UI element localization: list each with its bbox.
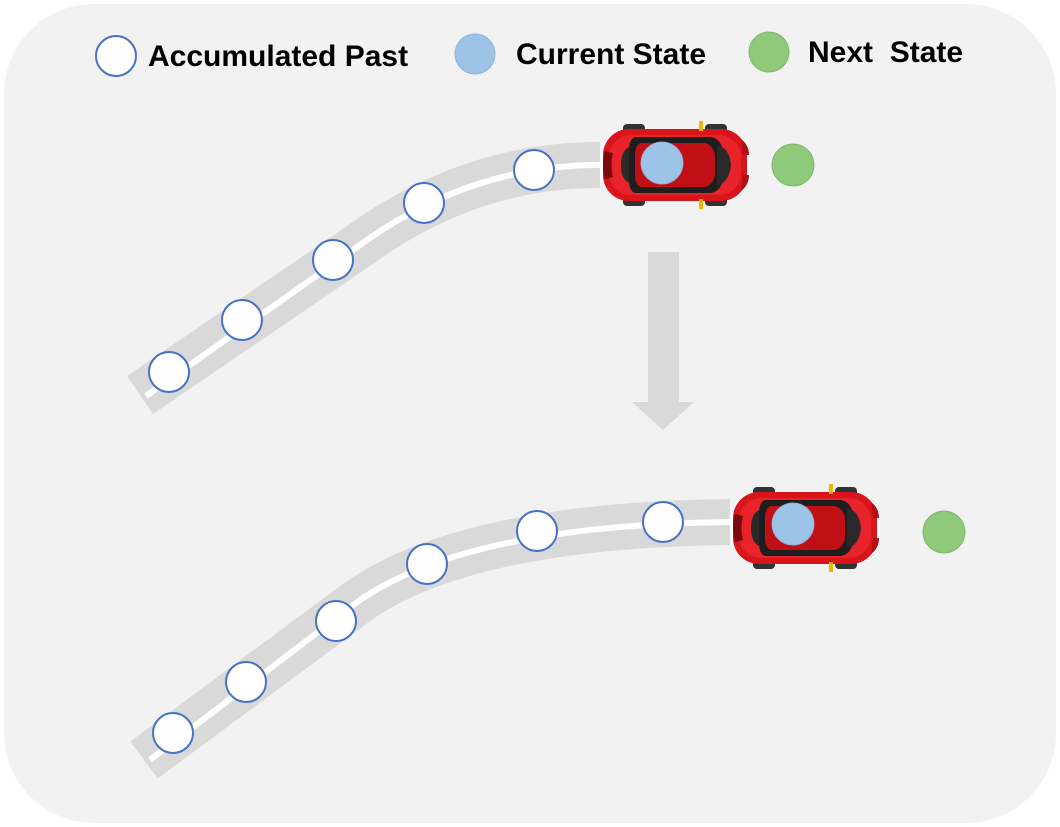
bottom-past-state — [225, 661, 267, 703]
bottom-next-state — [922, 510, 966, 554]
legend-next-label: Next State — [808, 36, 963, 69]
top-trajectory — [127, 121, 815, 415]
top-past-state — [221, 299, 263, 341]
legend-current-marker — [454, 33, 496, 75]
top-lane-line — [144, 162, 601, 399]
legend: Accumulated Past Current State Next Stat… — [95, 31, 963, 77]
bottom-past-state — [406, 543, 448, 585]
legend-past-label: Accumulated Past — [148, 40, 408, 73]
bottom-past-state — [642, 501, 684, 543]
top-past-state — [403, 182, 445, 224]
top-next-state — [771, 143, 815, 187]
top-past-state — [513, 149, 555, 191]
bottom-past-state — [516, 510, 558, 552]
bottom-past-state — [315, 600, 357, 642]
legend-past-marker — [95, 35, 137, 77]
top-current-state — [640, 141, 684, 185]
legend-current-label: Current State — [516, 38, 706, 71]
legend-next-marker — [748, 31, 790, 73]
bottom-past-state — [152, 712, 194, 754]
down-arrow-icon — [632, 252, 694, 430]
top-past-state — [148, 351, 190, 393]
top-past-state — [312, 239, 354, 281]
bottom-current-state — [771, 502, 815, 546]
diagram-panel — [4, 4, 1056, 823]
bottom-trajectory — [130, 484, 966, 779]
